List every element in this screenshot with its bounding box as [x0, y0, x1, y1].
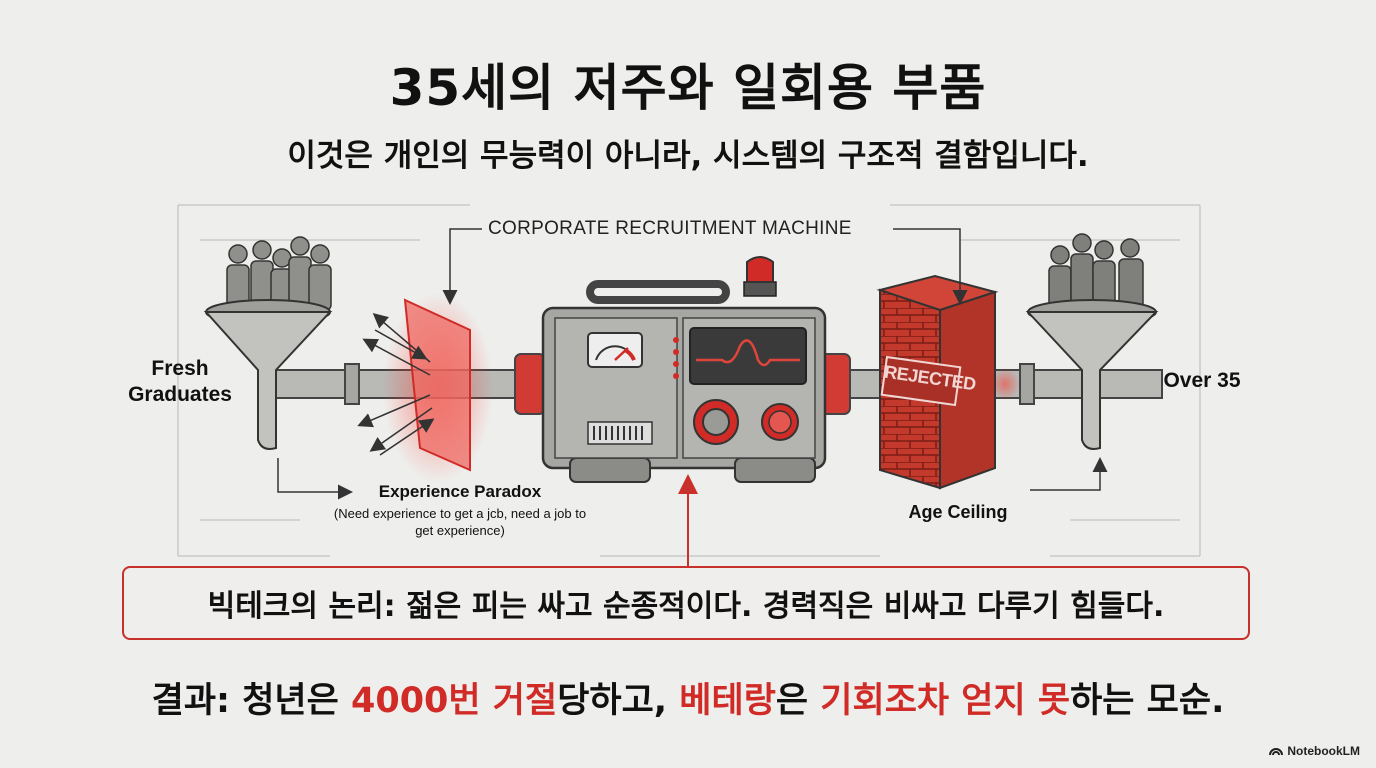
funnel-left [206, 237, 331, 449]
notebooklm-logo-icon [1269, 746, 1283, 756]
machine-label: CORPORATE RECRUITMENT MACHINE [488, 218, 852, 240]
brand-label: NotebookLM [1287, 744, 1360, 758]
result-part-3: 은 [776, 681, 820, 721]
result-part-4: 하는 모순. [1070, 681, 1224, 721]
recruitment-machine [543, 257, 825, 482]
result-part-2: 당하고, [557, 681, 679, 721]
experience-paradox-label: Experience Paradox [340, 482, 580, 502]
fresh-graduates-label: Fresh Graduates [112, 356, 248, 408]
big-tech-logic-box: 빅테크의 논리: 젊은 피는 싸고 순종적이다. 경력직은 비싸고 다루기 힘들… [122, 566, 1250, 640]
over-35-label: Over 35 [1150, 369, 1254, 393]
older-people-group [1049, 234, 1143, 310]
funnel-right [1028, 234, 1156, 449]
result-highlight-rejections: 4000번 거절 [351, 681, 557, 721]
experience-paradox-note: (Need experience to get a jcb, need a jo… [330, 505, 590, 539]
result-highlight-veterans: 베테랑 [679, 681, 776, 721]
experience-paradox-barrier [383, 293, 493, 483]
notebooklm-brand: NotebookLM [1269, 744, 1360, 758]
result-highlight-no-chance: 기회조차 얻지 못 [820, 681, 1070, 721]
result-statement: 결과: 청년은 4000번 거절당하고, 베테랑은 기회조차 얻지 못하는 모순… [0, 672, 1376, 723]
result-part-1: 결과: 청년은 [152, 681, 351, 721]
age-ceiling-label: Age Ceiling [882, 502, 1034, 523]
big-tech-logic-text: 빅테크의 논리: 젊은 피는 싸고 순종적이다. 경력직은 비싸고 다루기 힘들… [208, 581, 1165, 625]
young-people-group [227, 237, 331, 310]
